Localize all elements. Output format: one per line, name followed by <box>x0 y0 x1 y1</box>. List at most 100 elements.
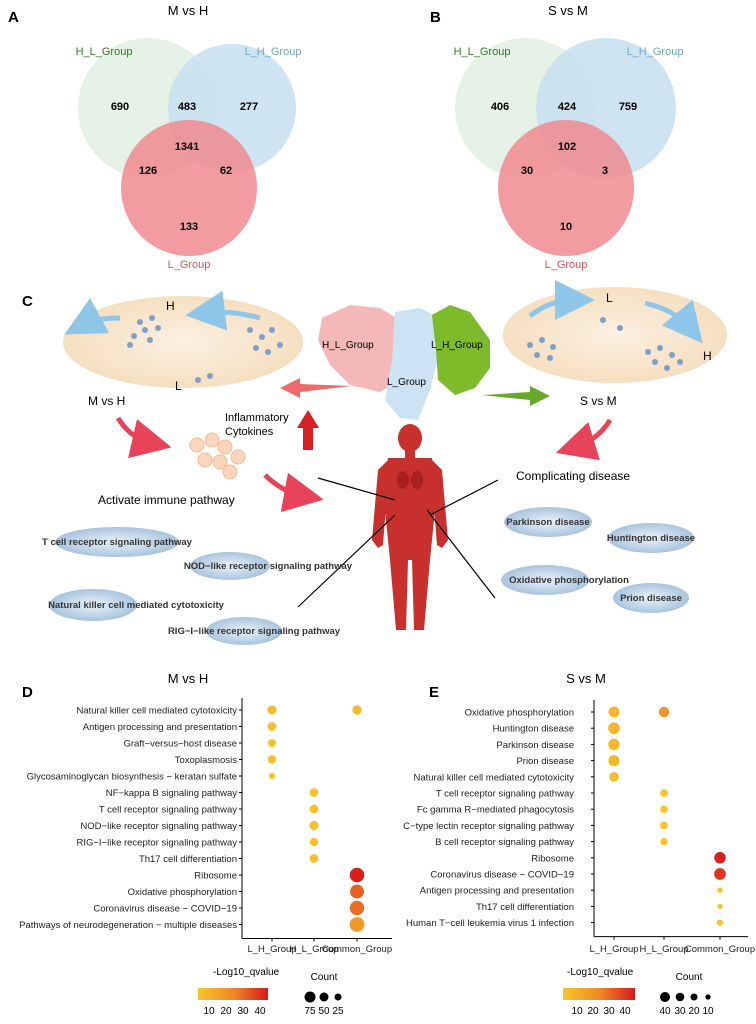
data-point <box>660 805 668 814</box>
cytokines-line2: Cytokines <box>225 426 274 438</box>
data-point <box>660 837 668 846</box>
complicating-disease-label: Complicating disease <box>516 469 630 483</box>
term-label: Oxidative phosphorylation <box>128 887 237 898</box>
right-molecules <box>527 317 683 371</box>
dotplot-e-q-tick-1: 10 <box>571 1006 583 1017</box>
hl-region <box>318 305 408 392</box>
dotplot-e-legend-count-title: Count <box>676 972 703 983</box>
venn-a-l-only: 133 <box>180 221 198 233</box>
dotplot-e-count-dot-1 <box>660 992 670 1002</box>
dotplot-e-q-tick-4: 40 <box>619 1006 631 1017</box>
dotplot-e-color-bar <box>563 988 635 1000</box>
dotplot-e-q-tick-2: 20 <box>587 1006 599 1017</box>
venn-b-lh-l: 3 <box>602 165 608 177</box>
data-point <box>717 887 723 893</box>
data-point <box>309 854 319 863</box>
up-arrow <box>297 410 319 450</box>
right-pointing-arrow <box>482 386 550 406</box>
category-label: L_H_Group <box>247 944 296 955</box>
term-label: B cell receptor signaling pathway <box>435 837 574 848</box>
data-point <box>267 722 277 731</box>
dotplot-e-legend-q-title: -Log10_qvalue <box>567 967 634 978</box>
dotplot-d-q-tick-1: 10 <box>203 1006 215 1017</box>
dotplot-d-legend-q-title: -Log10_qvalue <box>213 967 280 978</box>
left-H-label: H <box>166 299 175 313</box>
venn-a-label-hl: H_L_Group <box>76 46 133 58</box>
term-label: Pathways of neurodegeneration − multiple… <box>19 920 237 931</box>
data-point <box>349 917 365 932</box>
left-blue-arrow-2 <box>185 290 261 331</box>
data-point <box>267 705 277 715</box>
venn-b-lh-only: 759 <box>619 101 637 113</box>
data-point <box>660 821 668 830</box>
panel-letter-c: C <box>22 293 33 310</box>
data-point <box>350 884 364 899</box>
term-label: Antigen processing and presentation <box>420 886 574 897</box>
term-label: Graft−versus−host disease <box>123 739 237 750</box>
dotplot-e-count-tick-2: 30 <box>674 1006 686 1017</box>
venn-b-hl-only: 406 <box>491 101 509 113</box>
oval-parkinson-label: Parkinson disease <box>506 517 589 528</box>
term-label: Oxidative phosphorylation <box>465 708 574 719</box>
data-point <box>714 852 726 864</box>
data-point <box>660 789 668 797</box>
oval-nk <box>49 589 137 621</box>
panel-d-dotplot: D M vs H Natural killer cell mediated cy… <box>19 671 392 1017</box>
term-label: Natural killer cell mediated cytotoxicit… <box>413 772 574 783</box>
venn-a-lh-only: 277 <box>240 101 258 113</box>
left-L-label: L <box>175 379 182 393</box>
map-hl-label: H_L_Group <box>322 340 374 351</box>
venn-a-center: 1341 <box>175 141 199 153</box>
panel-a-venn: A M vs H H_L_Group L_H_Group L_Group 690… <box>8 3 301 271</box>
cytokines-line1: Inflammatory <box>225 412 289 424</box>
term-label: Glycosaminoglycan biosynthesis − keratan… <box>27 772 237 783</box>
dotplot-d-count-dot-3 <box>334 993 342 1001</box>
dotplot-e-count-tick-3: 20 <box>688 1006 700 1017</box>
oval-nod <box>190 552 270 580</box>
category-label: L_H_Group <box>589 944 638 955</box>
dotplot-d-count-tick-2: 50 <box>318 1006 330 1017</box>
venn-b-label-lh: L_H_Group <box>627 46 684 58</box>
data-point <box>267 738 277 748</box>
venn-a-lh-l: 62 <box>220 165 232 177</box>
data-point <box>717 903 723 910</box>
term-label: Ribosome <box>531 853 574 864</box>
venn-b-title: S vs M <box>548 3 588 18</box>
oval-oxphos <box>501 565 589 595</box>
pink-arrow-left <box>115 416 172 459</box>
dotplot-d-title: M vs H <box>168 671 208 686</box>
term-label: NOD−like receptor signaling pathway <box>80 821 237 832</box>
venn-b-label-l: L_Group <box>545 259 588 271</box>
term-label: Prion disease <box>516 756 574 767</box>
data-point <box>349 867 365 883</box>
term-label: NF−kappa B signaling pathway <box>106 788 237 799</box>
oval-nod-label: NOD−like receptor signaling pathway <box>184 561 353 572</box>
cytokine-cells <box>189 432 246 480</box>
venn-a-label-lh: L_H_Group <box>245 46 302 58</box>
map-lh-label: L_H_Group <box>431 340 483 351</box>
term-label: T cell receptor signaling pathway <box>436 789 574 800</box>
dotplot-d-count-dot-2 <box>319 992 329 1002</box>
dotplot-e-title: S vs M <box>566 671 606 686</box>
venn-b-l-only: 10 <box>560 221 572 233</box>
oval-prion-label: Prion disease <box>620 593 682 604</box>
right-svsm-label: S vs M <box>580 394 617 408</box>
venn-b-hl-l: 30 <box>521 165 533 177</box>
pink-arrow-right <box>555 418 613 461</box>
oval-prion <box>613 583 689 613</box>
dotplot-d-q-tick-4: 40 <box>254 1006 266 1017</box>
data-point <box>608 706 620 718</box>
category-label: H_L_Group <box>639 944 688 955</box>
term-label: Ribosome <box>194 871 237 882</box>
panel-letter-b: B <box>430 9 441 26</box>
map-l-label: L_Group <box>387 377 426 388</box>
dotplot-d-count-dot-1 <box>304 991 316 1003</box>
data-point <box>349 900 365 916</box>
dotplot-d-count-tick-3: 25 <box>332 1006 344 1017</box>
oval-tcr-label: T cell receptor signaling pathway <box>42 537 193 548</box>
data-point <box>268 772 276 780</box>
term-label: Huntington disease <box>493 724 574 735</box>
oval-rig-label: RIG−I−like receptor signaling pathway <box>168 626 341 637</box>
pink-arrow-center <box>263 472 324 513</box>
